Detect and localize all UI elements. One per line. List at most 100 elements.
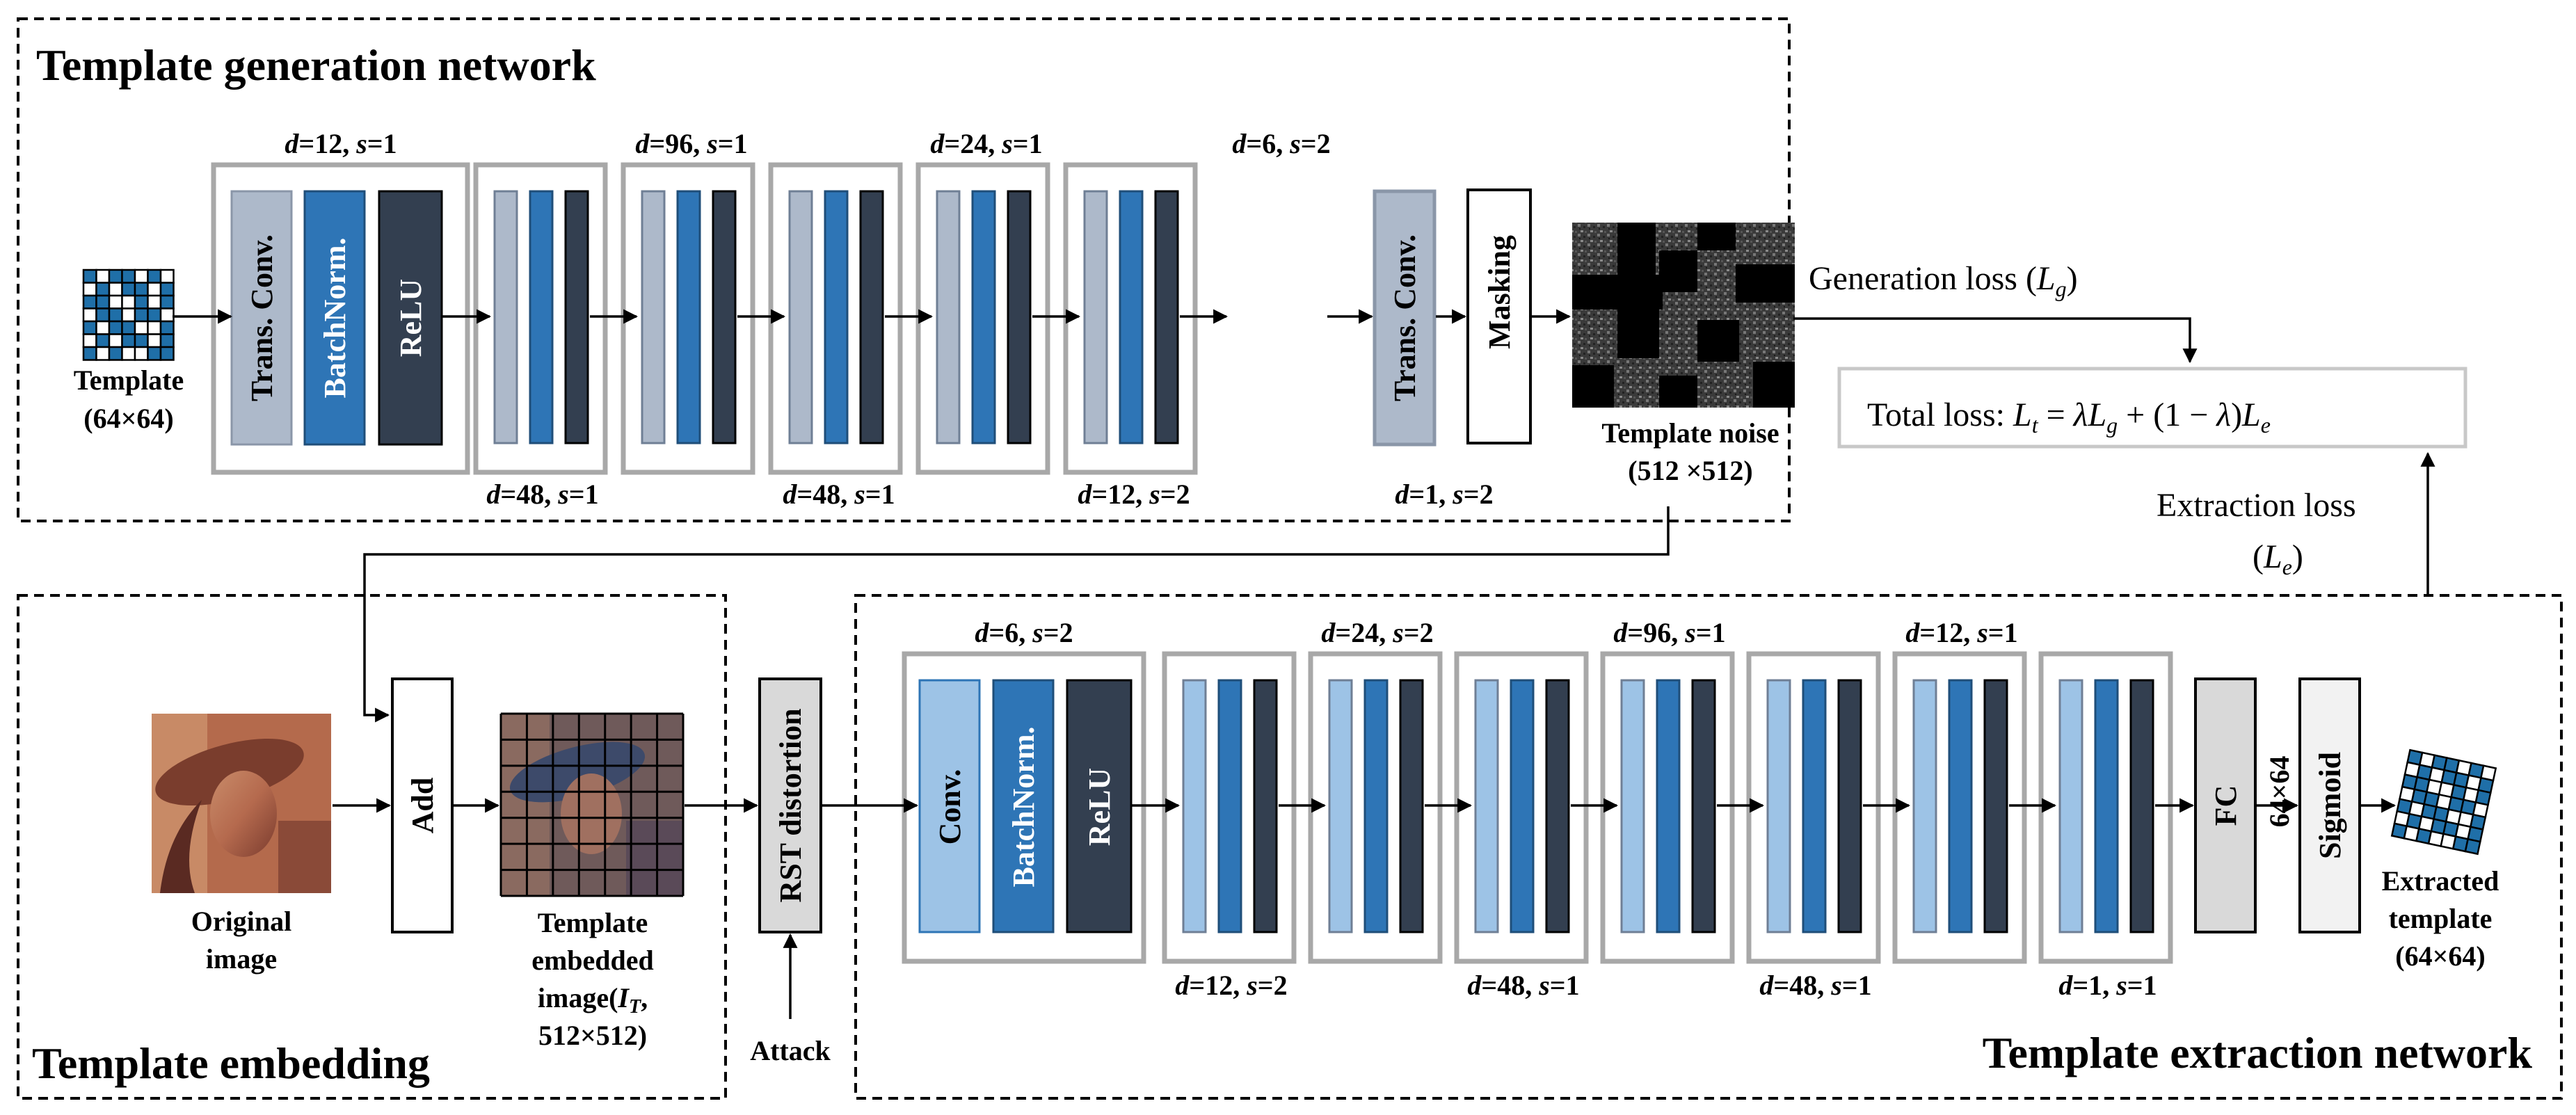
add-layer: [391, 677, 454, 933]
ext-block-6-layer-3: [1837, 679, 1862, 933]
gen-param-bottom-2: d=48, s=1: [783, 479, 895, 510]
original-image: [152, 714, 331, 893]
embedded-label-4: 512×512): [538, 1020, 647, 1051]
gen-param-top-1: d=12, s=1: [285, 128, 397, 159]
gen-block-2-layer-3: [564, 190, 589, 444]
gen-compact-blocks: [473, 162, 1198, 475]
gen-block-5-layer-1: [936, 190, 961, 444]
trans-conv-text: Trans. Conv.: [245, 234, 279, 401]
fc-size-text: 64×64: [2264, 756, 2295, 828]
template-input-label-1: Template: [74, 364, 184, 396]
masking-layer: [1466, 188, 1532, 444]
ext-param-top-4: d=12, s=1: [1905, 617, 2017, 648]
embedded-label-1: Template: [538, 907, 648, 938]
embedded-label-2: embedded: [531, 945, 654, 976]
gen-block-4-layer-2: [824, 190, 849, 444]
ext-block-8-layer-2: [2094, 679, 2119, 933]
conv-layer: [918, 679, 981, 933]
gen-block-2-layer-2: [529, 190, 554, 444]
svg-text:Extraction loss: Extraction loss: [2157, 487, 2356, 524]
ext-block-3-layer-3: [1399, 679, 1424, 933]
gen-param-bottom-3: d=12, s=2: [1078, 479, 1190, 510]
ext-block-2-layer-3: [1253, 679, 1278, 933]
gen-params: d=12, s=1 d=96, s=1 d=24, s=1 d=6, s=2 d=48,…: [285, 128, 1493, 510]
template-grid-icon: [82, 268, 175, 361]
ext-block-5-layer-2: [1656, 679, 1681, 933]
gen-block-3-layer-1: [641, 190, 666, 444]
original-image-label-1: Original: [191, 906, 291, 937]
final-trans-conv-layer: [1373, 189, 1437, 447]
ext-compact-blocks: [1162, 651, 2173, 964]
ext-param-bottom-4: d=1, s=1: [2058, 970, 2157, 1001]
relu-layer: [378, 190, 443, 446]
embedding-title: Template embedding: [32, 1038, 430, 1088]
masking-text: Masking: [1482, 235, 1517, 349]
total-loss-formula: Total loss: Lt = λLg + (1 − λ)Le: [1867, 396, 2271, 438]
template-noise-image: [1572, 223, 1795, 408]
ext-block-8-layer-3: [2129, 679, 2154, 933]
rst-distortion-layer: [758, 677, 822, 933]
fc-layer: [2194, 677, 2257, 933]
gen-block-3-layer-3: [712, 190, 737, 444]
sigmoid-text: Sigmoid: [2313, 752, 2347, 859]
gen-param-bottom-1: d=48, s=1: [486, 479, 598, 510]
svg-text:(Le): (Le): [2253, 538, 2303, 579]
embedded-image: [499, 712, 685, 897]
template-noise-label-1: Template noise: [1601, 417, 1779, 449]
batchnorm-layer: [303, 190, 366, 446]
extracted-cells: [2390, 748, 2497, 856]
trans-conv-layer: [230, 190, 293, 446]
ext-batchnorm-layer: [992, 679, 1055, 933]
arrow-noise-to-add: [363, 506, 1670, 723]
ext-param-bottom-3: d=48, s=1: [1759, 970, 1871, 1001]
gen-block-6-layer-3: [1154, 190, 1179, 444]
attack-label: Attack: [750, 1035, 831, 1066]
ext-block-5-layer-3: [1691, 679, 1716, 933]
relu-text: ReLU: [394, 279, 428, 357]
conv-text: Conv.: [933, 769, 967, 845]
svg-text:Total loss: Lt = λLg + (1 − λ): Total loss: Lt = λLg + (1 − λ)Le: [1867, 396, 2271, 438]
extracted-template-icon: [2390, 748, 2497, 856]
gen-block-6-layer-1: [1083, 190, 1108, 444]
template-noise-label-2: (512 ×512): [1628, 455, 1752, 486]
ext-block-4-layer-3: [1545, 679, 1570, 933]
sigmoid-layer: [2298, 677, 2361, 933]
gen-param-top-4: d=6, s=2: [1232, 128, 1330, 159]
ext-relu-text: ReLU: [1082, 768, 1117, 846]
embedding-frame: [17, 594, 727, 1100]
original-image-label-2: image: [206, 943, 277, 974]
ext-param-top-2: d=24, s=2: [1321, 617, 1433, 648]
extracted-label-1: Extracted: [2382, 865, 2499, 897]
ext-block-7-layer-3: [1983, 679, 2008, 933]
ext-block-2-layer-1: [1182, 679, 1207, 933]
embedded-label-3: image(IT,: [538, 982, 648, 1018]
ext-relu-layer: [1066, 679, 1133, 933]
final-trans-conv-text: Trans. Conv.: [1388, 234, 1422, 401]
extraction-network-frame: [854, 594, 2563, 1100]
gen-param-bottom-4: d=1, s=2: [1395, 479, 1493, 510]
ext-block-6-layer-2: [1802, 679, 1827, 933]
rst-distortion-text: RST distortion: [774, 708, 808, 902]
gen-param-top-2: d=96, s=1: [635, 128, 747, 159]
ext-param-top-1: d=6, s=2: [975, 617, 1073, 648]
add-text: Add: [406, 778, 440, 834]
svg-text:Generation loss (Lg): Generation loss (Lg): [1809, 260, 2078, 301]
gen-param-top-3: d=24, s=1: [930, 128, 1042, 159]
arrow-generation-loss: [1793, 317, 2198, 364]
ext-block-4-layer-1: [1474, 679, 1499, 933]
gen-block-6-layer-2: [1119, 190, 1144, 444]
generation-network-title: Template generation network: [36, 40, 596, 90]
gen-block-2-layer-1: [493, 190, 518, 444]
extracted-label-3: (64×64): [2395, 940, 2485, 972]
batchnorm-text: BatchNorm.: [318, 238, 352, 399]
extraction-loss-label: Extraction loss (Le): [2157, 487, 2356, 579]
generation-loss-label: Generation loss (Lg): [1809, 260, 2078, 301]
total-loss-box: [1837, 367, 2467, 449]
ext-param-bottom-1: d=12, s=2: [1175, 970, 1287, 1001]
extracted-label-2: template: [2389, 903, 2493, 934]
ext-params: d=6, s=2 d=24, s=2 d=96, s=1 d=12, s=1 d=12,…: [975, 617, 2157, 1001]
ext-block-7-layer-2: [1948, 679, 1973, 933]
ext-param-top-3: d=96, s=1: [1613, 617, 1725, 648]
